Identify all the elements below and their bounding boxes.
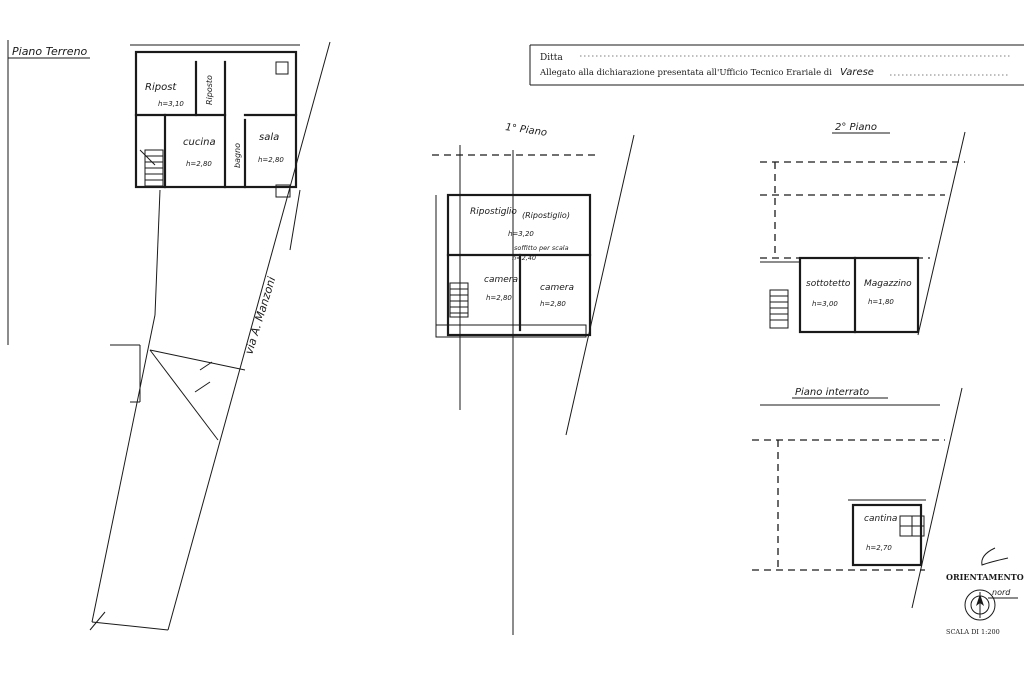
room-ripostiglio: Ripostiglio <box>470 207 517 217</box>
north-label: nord <box>992 588 1011 597</box>
room-camera-right-height: h=2,80 <box>540 300 566 308</box>
stair-ceiling-note: soffitto per scala <box>514 244 569 252</box>
room-magazzino: Magazzino <box>864 279 912 289</box>
cellar-title: Piano interrato <box>795 387 869 398</box>
room-camera-right: camera <box>540 283 574 293</box>
room-camera-left-height: h=2,80 <box>486 294 512 302</box>
room-cantina-height: h=2,70 <box>866 544 892 552</box>
orientation-label: ORIENTAMENTO <box>946 572 1024 582</box>
room-cucina-height: h=2,80 <box>186 160 212 168</box>
first-floor-stairs <box>449 282 469 318</box>
header-attachment-text: Allegato alla dichiarazione presentata a… <box>539 68 832 78</box>
second-floor-plan: 2° Piano sottotetto h=3,00 Magazzino h=1… <box>760 122 966 336</box>
street-name: via A. Manzoni <box>242 275 278 356</box>
room-ripostiglio-note: (Ripostiglio) <box>522 211 570 220</box>
room-cantina: cantina <box>864 514 897 524</box>
cellar-plan: Piano interrato cantina h=2,70 <box>752 387 963 609</box>
compass-icon <box>964 589 996 621</box>
room-ripost-height: h=3,10 <box>158 100 184 108</box>
room-ripostiglio-height: h=3,20 <box>508 230 534 238</box>
ground-floor-title: Piano Terreno <box>12 45 88 58</box>
room-riposto: Riposto <box>205 75 214 105</box>
room-sala: sala <box>259 132 279 143</box>
room-camera-left: camera <box>484 275 518 285</box>
stair-ceiling-height: h=2,40 <box>512 254 536 262</box>
room-cucina: cucina <box>183 137 216 148</box>
second-floor-stairs <box>769 289 789 329</box>
ground-floor-plan: Piano Terreno Ripost h=3,10 Riposto cuci… <box>7 40 331 631</box>
room-sala-height: h=2,80 <box>258 156 284 164</box>
scale-label: SCALA DI 1:200 <box>946 628 1000 636</box>
second-floor-title: 2° Piano <box>835 122 877 133</box>
room-ripost: Ripost <box>145 82 177 93</box>
room-bagno: bagno <box>233 143 242 168</box>
room-sottotetto-height: h=3,00 <box>812 300 838 308</box>
header-city: Varese <box>840 67 874 78</box>
signature-mark <box>981 547 1009 566</box>
room-magazzino-height: h=1,80 <box>868 298 894 306</box>
room-sottotetto: sottotetto <box>806 279 851 289</box>
ground-floor-stairs <box>139 149 164 187</box>
first-floor-plan: 1° Piano Ripostiglio (Ripostiglio) h=3,2… <box>432 122 635 635</box>
header-box: Ditta Allegato alla dichiarazione presen… <box>529 44 1024 86</box>
legend: ORIENTAMENTO nord SCALA DI 1:200 <box>946 547 1024 636</box>
first-floor-title: 1° Piano <box>505 122 548 139</box>
header-owner-label: Ditta <box>540 53 563 63</box>
